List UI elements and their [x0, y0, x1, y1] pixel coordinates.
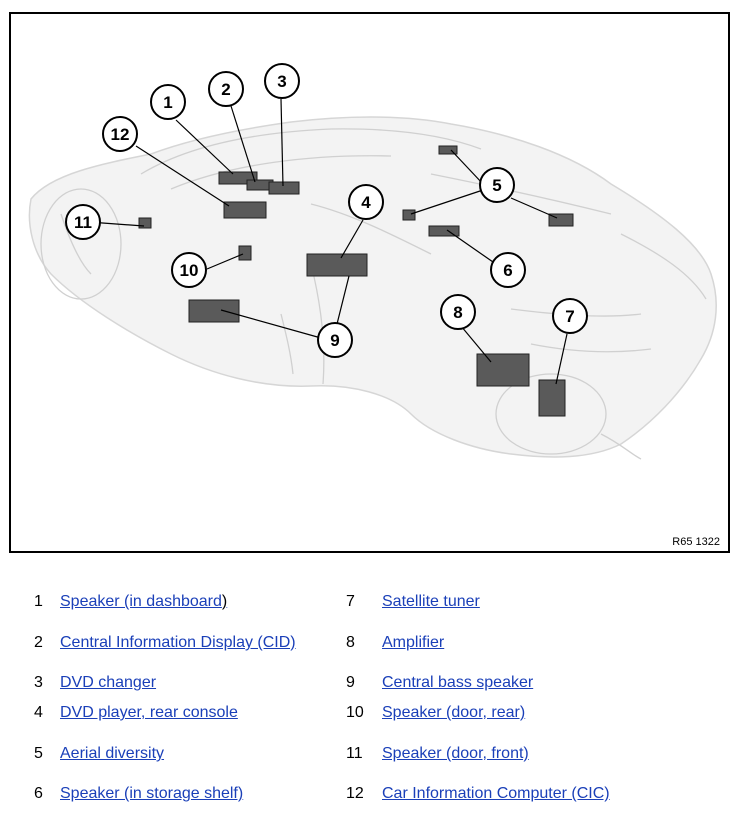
component-dvd-changer — [268, 181, 300, 195]
legend-number: 7 — [346, 593, 355, 610]
legend-number: 6 — [34, 785, 43, 802]
callout-label-3: 3 — [277, 72, 286, 91]
callout-label-7: 7 — [565, 307, 574, 326]
legend-suffix: ) — [221, 593, 228, 610]
legend-link-dvd-player[interactable]: DVD player, rear console — [60, 704, 238, 721]
legend-link-text: Speaker (in dashboard — [60, 593, 222, 610]
leader-lines — [88, 98, 568, 385]
legend-number: 1 — [34, 593, 43, 610]
callout-label-8: 8 — [453, 303, 462, 322]
callout-label-4: 4 — [361, 193, 371, 212]
callout-2 — [208, 71, 244, 107]
callout-1 — [150, 84, 186, 120]
car-body — [28, 116, 717, 458]
legend-number: 11 — [346, 745, 363, 762]
component-bass-speaker — [188, 299, 240, 323]
legend-link-speaker-door-rear[interactable]: Speaker (door, rear) — [382, 704, 526, 721]
callouts — [65, 63, 588, 358]
component-aerial-top — [438, 145, 458, 155]
component-satellite-tuner — [538, 379, 566, 417]
component-speaker-shelf — [428, 225, 460, 237]
callout-8 — [440, 294, 476, 330]
legend-link-dvd-changer[interactable]: DVD changer — [60, 674, 157, 691]
legend-link-amplifier[interactable]: Amplifier — [382, 634, 445, 651]
callout-6 — [490, 252, 526, 288]
legend-number: 5 — [34, 745, 43, 762]
callout-12 — [102, 116, 138, 152]
legend-link-satellite-tuner[interactable]: Satellite tuner — [382, 593, 480, 610]
legend-link-aerial-diversity[interactable]: Aerial diversity — [60, 745, 165, 762]
legend-number: 3 — [34, 674, 43, 691]
callout-4 — [348, 184, 384, 220]
callout-7 — [552, 298, 588, 334]
callout-label-11: 11 — [74, 213, 92, 232]
callout-label-12: 12 — [111, 125, 130, 144]
legend-link-cid[interactable]: Central Information Display (CID) — [60, 634, 296, 651]
component-speaker-door-front — [138, 217, 152, 229]
callout-label-9: 9 — [330, 331, 339, 350]
legend-number: 12 — [346, 785, 364, 802]
figure-code: R65 1322 — [672, 536, 720, 548]
callout-label-2: 2 — [221, 80, 230, 99]
legend-number: 9 — [346, 674, 355, 691]
callout-label-6: 6 — [503, 261, 512, 280]
car-illustration: 1 2 3 4 5 6 7 8 9 10 11 12 — [28, 63, 717, 460]
component-dvd-player — [306, 253, 368, 277]
car-diagram-figure: 1 2 3 4 5 6 7 8 9 10 11 12 R65 1322 — [9, 12, 730, 553]
legend-link-speaker-door-front[interactable]: Speaker (door, front) — [382, 745, 529, 762]
callout-5 — [479, 167, 515, 203]
component-aerial-left — [402, 209, 416, 221]
callout-11 — [65, 204, 101, 240]
component-amplifier — [476, 353, 530, 387]
legend-number: 10 — [346, 704, 364, 721]
callout-label-5: 5 — [492, 176, 501, 195]
legend-link-speaker-storage-shelf[interactable]: Speaker (in storage shelf) — [60, 785, 244, 802]
callout-label-10: 10 — [180, 261, 199, 280]
legend-link-speaker-dashboard[interactable]: Speaker (in dashboard) — [60, 592, 227, 612]
callout-9 — [317, 322, 353, 358]
legend-number: 4 — [34, 704, 43, 721]
component-speaker-door-rear — [238, 245, 252, 261]
callout-3 — [264, 63, 300, 99]
legend-link-cic[interactable]: Car Information Computer (CIC) — [382, 785, 610, 802]
legend-number: 2 — [34, 634, 43, 651]
legend-number: 8 — [346, 634, 355, 651]
callout-label-1: 1 — [163, 93, 172, 112]
component-cic — [223, 201, 267, 219]
legend-link-central-bass-speaker[interactable]: Central bass speaker — [382, 674, 534, 691]
callout-10 — [171, 252, 207, 288]
